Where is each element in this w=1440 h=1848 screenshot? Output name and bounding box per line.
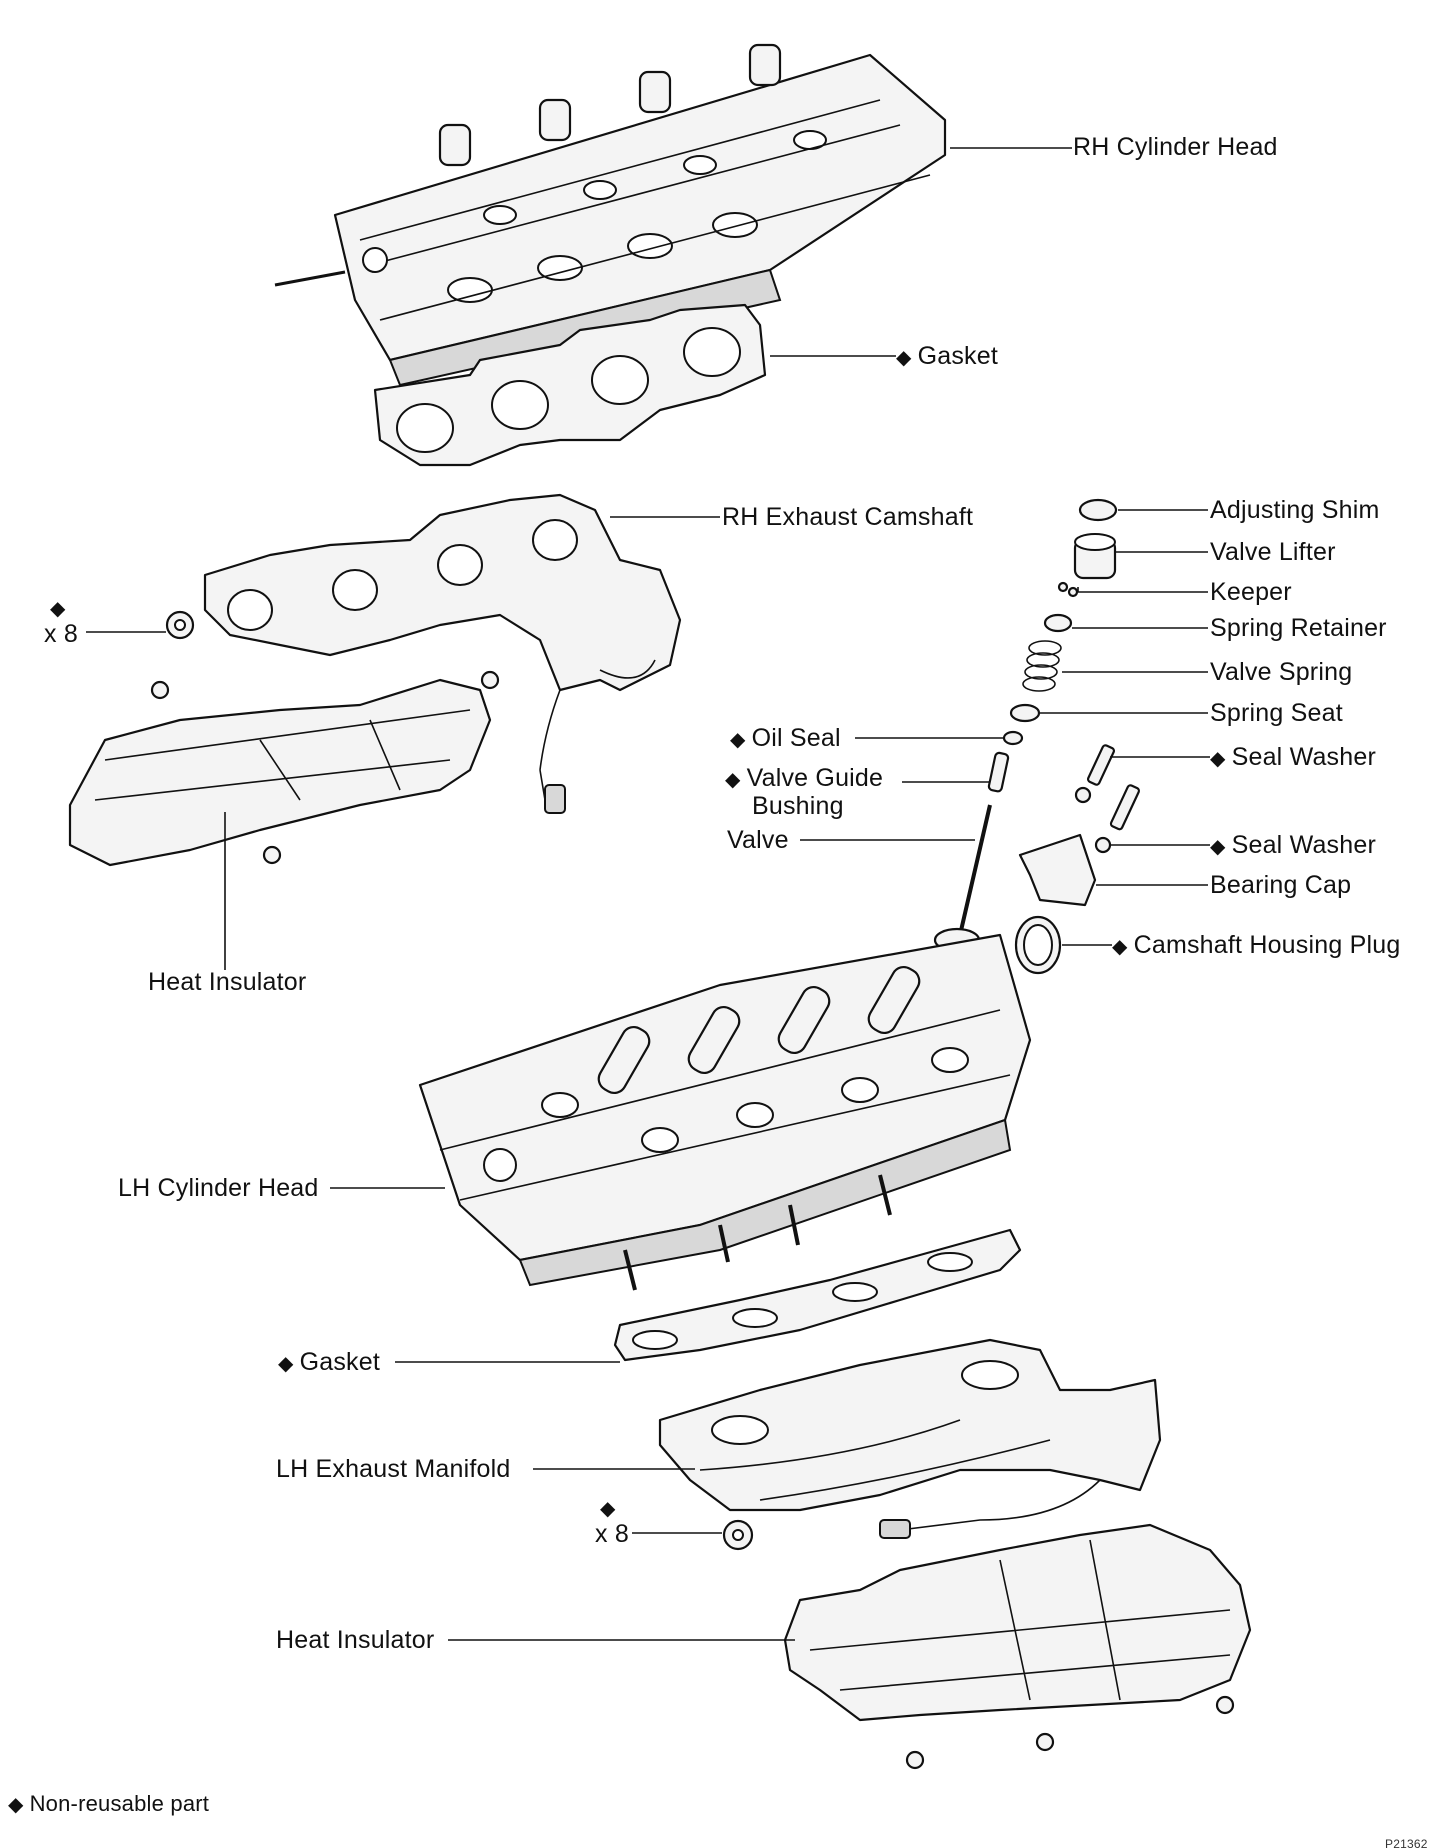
rh-exhaust-gasket-drawing [373,303,767,467]
rh-exhaust-manifold-drawing [165,493,682,814]
rh-cylinder-head-drawing [274,43,947,387]
non-reusable-diamond-icon: ◆ [8,1794,24,1816]
label-spring-retainer: Spring Retainer [1210,614,1387,642]
label-keeper: Keeper [1210,578,1292,606]
leader-lines [86,147,1210,1641]
label-spring-seat: Spring Seat [1210,699,1343,727]
label-rh-cylinder-head: RH Cylinder Head [1073,133,1278,161]
label-valve-guide-bushing-line1: ◆Valve Guide [725,764,883,794]
label-seal-washer-lower-text: Seal Washer [1231,831,1376,859]
label-camshaft-housing-plug: ◆Camshaft Housing Plug [1112,931,1400,961]
legend-text: Non-reusable part [29,1791,210,1816]
valve-spring-coils [1022,640,1062,692]
non-reusable-diamond-icon: ◆ [50,598,66,620]
label-seal-washer-lower: ◆Seal Washer [1210,831,1376,861]
lh-cylinder-head-drawing [418,933,1032,1291]
label-adjusting-shim: Adjusting Shim [1210,496,1380,524]
label-oil-seal-text: Oil Seal [751,724,841,752]
label-x8-lower: x 8 [595,1520,629,1548]
legend: ◆Non-reusable part [8,1790,209,1819]
label-x8-upper-diamond: ◆ [50,593,72,623]
label-camshaft-housing-plug-text: Camshaft Housing Plug [1133,931,1401,959]
label-lh-cylinder-head: LH Cylinder Head [118,1174,319,1202]
label-valve: Valve [727,826,789,854]
label-valve-guide-bushing-line2: Bushing [752,792,844,820]
lh-exhaust-manifold-drawing [658,1338,1162,1551]
non-reusable-diamond-icon: ◆ [1210,836,1226,858]
label-heat-insulator-lower: Heat Insulator [276,1626,435,1654]
label-valve-guide-bushing-text1: Valve Guide [746,764,884,792]
label-oil-seal: ◆Oil Seal [730,724,841,754]
lh-heat-insulator-drawing [783,1523,1252,1770]
non-reusable-diamond-icon: ◆ [600,1498,616,1520]
non-reusable-diamond-icon: ◆ [730,729,746,751]
label-valve-spring: Valve Spring [1210,658,1353,686]
non-reusable-diamond-icon: ◆ [1112,936,1128,958]
non-reusable-diamond-icon: ◆ [725,769,741,791]
label-gasket-upper-text: Gasket [917,342,998,370]
non-reusable-diamond-icon: ◆ [1210,748,1226,770]
non-reusable-diamond-icon: ◆ [278,1353,294,1375]
label-lh-exhaust-manifold: LH Exhaust Manifold [276,1455,511,1483]
label-heat-insulator-upper: Heat Insulator [148,968,307,996]
label-bearing-cap: Bearing Cap [1210,871,1352,899]
label-gasket-lower: ◆Gasket [278,1348,380,1378]
figure-code: P21362 [1385,1837,1428,1848]
label-gasket-upper: ◆Gasket [896,342,998,372]
label-x8-upper: x 8 [44,620,78,648]
rh-heat-insulator-drawing [68,670,500,867]
label-gasket-lower-text: Gasket [299,1348,380,1376]
label-seal-washer-upper: ◆Seal Washer [1210,743,1376,773]
label-valve-lifter: Valve Lifter [1210,538,1336,566]
label-x8-lower-diamond: ◆ [600,1493,622,1523]
label-seal-washer-upper-text: Seal Washer [1231,743,1376,771]
label-rh-exhaust-camshaft: RH Exhaust Camshaft [722,503,974,531]
non-reusable-diamond-icon: ◆ [896,347,912,369]
valve-train-drawing [933,498,1141,975]
lh-exhaust-gasket-drawing [613,1228,1022,1362]
